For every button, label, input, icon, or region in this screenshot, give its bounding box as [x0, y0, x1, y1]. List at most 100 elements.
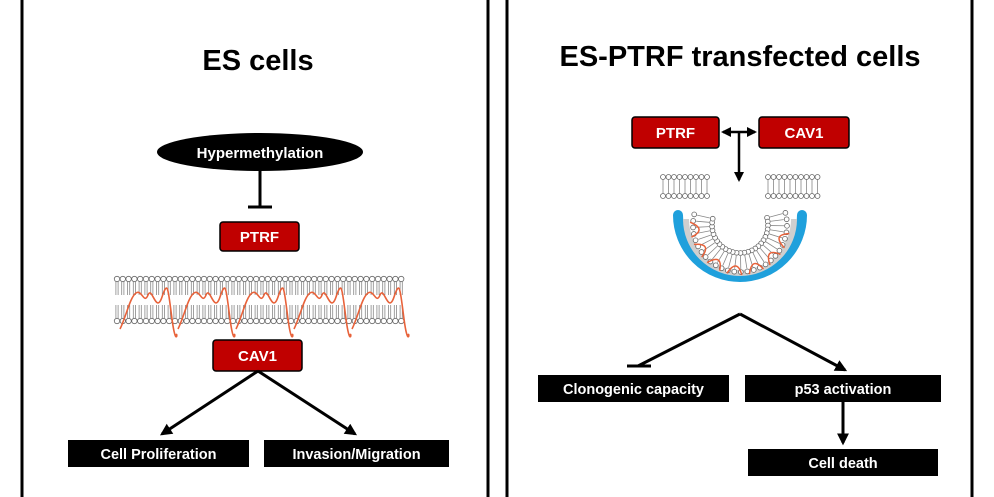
caveolin-protein: [177, 287, 236, 338]
left-panel: ES cells Hypermethylation PTRF CAV1 Cell…: [68, 45, 449, 467]
lipid-head: [247, 275, 254, 283]
lipid-head: [781, 174, 788, 180]
lipid-head: [660, 193, 666, 199]
lipid-head: [212, 317, 219, 325]
left-ptrf-label: PTRF: [240, 229, 279, 246]
lipid-head: [137, 275, 144, 283]
hypermethylation-label: Hypermethylation: [197, 145, 324, 162]
right-cav1-rect: [758, 116, 850, 149]
lipid-head: [731, 268, 738, 275]
lipid-head: [380, 275, 387, 283]
lipid-head: [195, 317, 202, 325]
lipid-head: [270, 317, 277, 325]
lipid-head: [709, 215, 716, 222]
lipid-head: [665, 174, 672, 180]
lipid-head: [311, 275, 318, 283]
arrow-to-cell-proliferation: [159, 369, 259, 436]
lipid-head: [698, 174, 705, 180]
lipid-head: [671, 174, 677, 180]
lipid-head: [398, 317, 405, 325]
lipid-head: [282, 317, 289, 325]
lipid-head: [276, 317, 283, 325]
lipid-head: [798, 174, 804, 180]
lipid-head: [183, 317, 190, 325]
membrane-lipid-tails: [115, 282, 403, 318]
lipid-head: [299, 317, 306, 325]
lipid-head: [803, 193, 810, 199]
lipid-head: [293, 275, 300, 283]
lipid-head: [322, 317, 329, 325]
lipid-head: [282, 275, 289, 283]
lipid-head: [691, 211, 698, 218]
lipid-head: [770, 193, 777, 199]
lipid-head: [676, 193, 683, 199]
caveola-proteins: [689, 221, 790, 276]
lipid-head: [258, 275, 266, 283]
invasion-migration-label: Invasion/Migration: [292, 447, 420, 463]
lipid-head: [316, 317, 324, 325]
lipid-head: [305, 317, 312, 325]
lipid-head: [229, 275, 237, 283]
lipid-head: [258, 317, 266, 325]
lipid-head: [809, 174, 815, 180]
lipid-head: [160, 275, 167, 283]
lipid-head: [357, 317, 364, 325]
lipid-head: [264, 317, 271, 325]
lipid-head: [345, 275, 353, 283]
lipid-head: [328, 275, 335, 283]
lipid-head: [776, 193, 782, 199]
left-cav1-label: CAV1: [238, 348, 277, 365]
lipid-head: [125, 275, 132, 283]
lipid-head: [166, 317, 173, 325]
caveola-blue-coat: [673, 210, 807, 282]
right-panel: ES-PTRF transfected cells PTRF CAV1 Clon…: [538, 41, 941, 476]
lipid-head: [782, 235, 788, 242]
inhibition-to-clonogenic-line: [637, 312, 741, 368]
lipid-head: [131, 275, 138, 283]
lipid-head: [787, 174, 793, 180]
lipid-head: [177, 275, 184, 283]
right-ptrf-box: PTRF: [631, 116, 720, 149]
lipid-head: [166, 275, 173, 283]
lipid-head: [698, 249, 705, 255]
hypermethylation-node: Hypermethylation: [157, 133, 363, 171]
lipid-head: [253, 317, 260, 325]
cell-death-box: Cell death: [748, 449, 938, 476]
lipid-head: [770, 174, 777, 180]
right-cav1-label: CAV1: [785, 125, 824, 142]
lipid-head: [814, 174, 821, 180]
lipid-head: [803, 174, 810, 180]
lipid-head: [712, 262, 719, 269]
lipid-head: [687, 193, 694, 199]
lipid-head: [142, 317, 150, 325]
lipid-head: [787, 193, 793, 199]
lipid-head: [287, 275, 295, 283]
right-ptrf-rect: [631, 116, 720, 149]
lipid-head: [148, 275, 155, 283]
lipid-head: [798, 193, 804, 199]
cell-proliferation-rect: [68, 440, 249, 467]
lipid-head: [783, 216, 790, 223]
lipid-head: [374, 275, 382, 283]
lipid-head: [782, 210, 789, 216]
right-cav1-box: CAV1: [758, 116, 850, 149]
cell-proliferation-box: Cell Proliferation: [68, 440, 249, 467]
lipid-head: [200, 317, 208, 325]
lipid-head: [206, 275, 213, 283]
lipid-head: [692, 237, 699, 244]
left-cav1-box: CAV1: [212, 339, 303, 372]
arrow-to-p53-activation: [739, 312, 848, 372]
lipid-head: [665, 193, 672, 199]
lipid-head: [137, 317, 144, 325]
lipid-head: [113, 275, 121, 283]
lipid-head: [374, 317, 382, 325]
lipid-head: [693, 193, 699, 199]
cell-proliferation-label: Cell Proliferation: [100, 447, 216, 463]
lipid-head: [195, 275, 202, 283]
lipid-head: [276, 275, 283, 283]
lipid-head: [750, 267, 757, 273]
lipid-head: [690, 224, 696, 231]
lipid-head: [676, 174, 683, 180]
